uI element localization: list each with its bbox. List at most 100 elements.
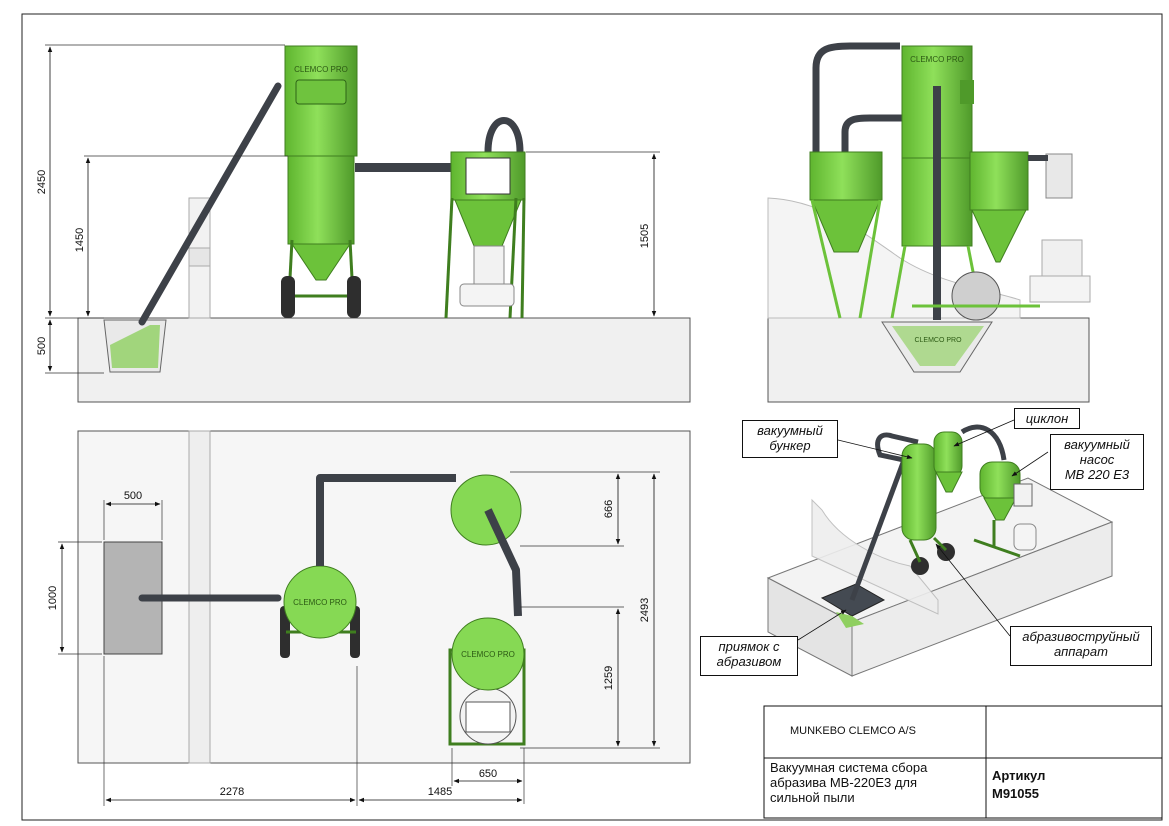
callout-abrasive-pit: приямок с абразивом [700, 636, 798, 676]
front-pit-fill [892, 326, 984, 366]
front-wheel [951, 271, 1001, 321]
dim-2450: 2450 [36, 170, 48, 194]
tank-logo: CLEMCO PRO [294, 65, 348, 74]
front-view: CLEMCO PRO CLEMCO PRO [767, 42, 1091, 403]
iso-cyclone [933, 431, 963, 477]
front-leg [810, 199, 842, 319]
side-view: CLEMCO PRO 2450 1450 500 150 [36, 44, 691, 403]
title-article-label: Артикул [992, 768, 1046, 783]
front-hose [812, 42, 900, 170]
front-hose-2 [841, 114, 902, 152]
leader-cyclone [953, 419, 1015, 447]
callout-abrasive-pit-line-1: приямок с [718, 639, 780, 654]
callout-cyclone: циклон [1014, 408, 1080, 429]
dim-2278: 2278 [220, 786, 244, 798]
iso-view [766, 419, 1114, 677]
callout-blast-pot-line-2: аппарат [1054, 644, 1108, 659]
dim-2493: 2493 [639, 598, 651, 622]
iso-pump-cone [983, 497, 1017, 521]
cyclone-cone [454, 199, 522, 247]
front-pit-logo: CLEMCO PRO [914, 337, 962, 344]
pot-wheel [347, 276, 361, 318]
title-description-line-1: Вакуумная система сбора [770, 760, 928, 775]
pot-wheel [281, 276, 295, 318]
callout-vacuum-pump-line-1: вакуумный [1064, 437, 1130, 452]
front-cyclone-cone [811, 199, 881, 253]
front-side-box [960, 80, 974, 104]
iso-pot-frame [908, 539, 922, 563]
iso-pit-fill [836, 612, 864, 628]
tank-window [295, 79, 347, 105]
iso-slab-side [851, 521, 1113, 677]
title-description-line-3: сильной пыли [770, 790, 855, 805]
front-cyclone-body [809, 151, 883, 201]
dim-1485: 1485 [428, 786, 452, 798]
front-right-cone [971, 209, 1027, 263]
callout-blast-pot-line-1: абразивоструйный [1022, 629, 1140, 644]
floor-slab [77, 317, 691, 403]
iso-cyclone-cone [935, 471, 963, 493]
dim-666: 666 [603, 500, 615, 518]
pit-abrasive-fill [110, 325, 160, 368]
plan-pump-housing [465, 701, 511, 733]
iso-wheel [911, 557, 929, 575]
plan-duct [316, 474, 456, 566]
cyclone-leg [520, 197, 526, 319]
callout-vacuum-hopper-line-2: бункер [769, 438, 811, 453]
callout-vacuum-hopper: вакуумный бункер [742, 420, 838, 458]
plan-view: CLEMCO PRO CLEMCO PRO 500 1000 666 1259 … [47, 430, 691, 806]
callout-vacuum-pump-line-3: MB 220 E3 [1064, 467, 1130, 482]
iso-pump-frame [973, 538, 1021, 558]
iso-hose-right [960, 424, 1007, 461]
cyclone-window [465, 157, 511, 195]
callout-vacuum-pump: вакуумный насос MB 220 E3 [1050, 434, 1144, 490]
vacuum-pump-base [459, 283, 515, 307]
plan-pump-logo: CLEMCO PRO [461, 650, 515, 659]
callout-vacuum-hopper-line-1: вакуумный [757, 423, 823, 438]
front-tank-logo: CLEMCO PRO [910, 55, 964, 64]
leader-blast-pot [935, 543, 1011, 637]
plan-cyclone [450, 474, 522, 546]
front-pump-motor [1041, 239, 1083, 277]
wall-panel-band [188, 247, 211, 267]
dim-1450: 1450 [74, 228, 86, 252]
iso-top-hose [875, 432, 919, 463]
plan-hopper-logo: CLEMCO PRO [293, 598, 347, 607]
title-description-line-2: абразива MB-220E3 для [770, 775, 918, 790]
leader-vacuum-hopper [837, 439, 913, 459]
dim-1000: 1000 [47, 586, 59, 610]
callout-abrasive-pit-line-2: абразивом [716, 654, 782, 669]
title-block-frame [763, 705, 1163, 819]
iso-pump-motor [1013, 523, 1037, 551]
suction-hose [138, 82, 282, 326]
callout-cyclone-line-1: циклон [1025, 411, 1069, 426]
dim-500-plan: 500 [124, 490, 142, 502]
callout-blast-pot: абразивоструйный аппарат [1010, 626, 1152, 666]
connecting-duct [355, 163, 453, 172]
iso-suction-hose [849, 459, 907, 601]
vacuum-pump-motor [473, 245, 505, 285]
dim-650: 650 [479, 768, 497, 780]
sheet-border [21, 13, 1163, 821]
front-right-box [1045, 153, 1073, 199]
front-pump-base [1029, 275, 1091, 303]
front-right-unit [969, 151, 1029, 211]
title-article-number: M91055 [992, 786, 1039, 801]
plan-pot-wheel [280, 606, 290, 658]
front-leg [890, 245, 907, 319]
iso-pump-box [1013, 483, 1033, 507]
vacuum-hopper-lower [287, 155, 355, 245]
leader-abrasive-pit [797, 609, 847, 641]
dim-1259: 1259 [603, 666, 615, 690]
plan-pump-tank [451, 617, 525, 691]
dim-500-side: 500 [36, 337, 48, 355]
dim-1505: 1505 [639, 224, 651, 248]
iso-hopper [901, 443, 937, 541]
title-company: MUNKEBO CLEMCO A/S [790, 725, 916, 737]
iso-wall [811, 498, 939, 615]
callout-vacuum-pump-line-2: насос [1079, 452, 1115, 467]
plan-cyclone-hose [484, 508, 522, 617]
cyclone-leg [444, 197, 454, 319]
leader-vacuum-pump [1011, 451, 1049, 477]
